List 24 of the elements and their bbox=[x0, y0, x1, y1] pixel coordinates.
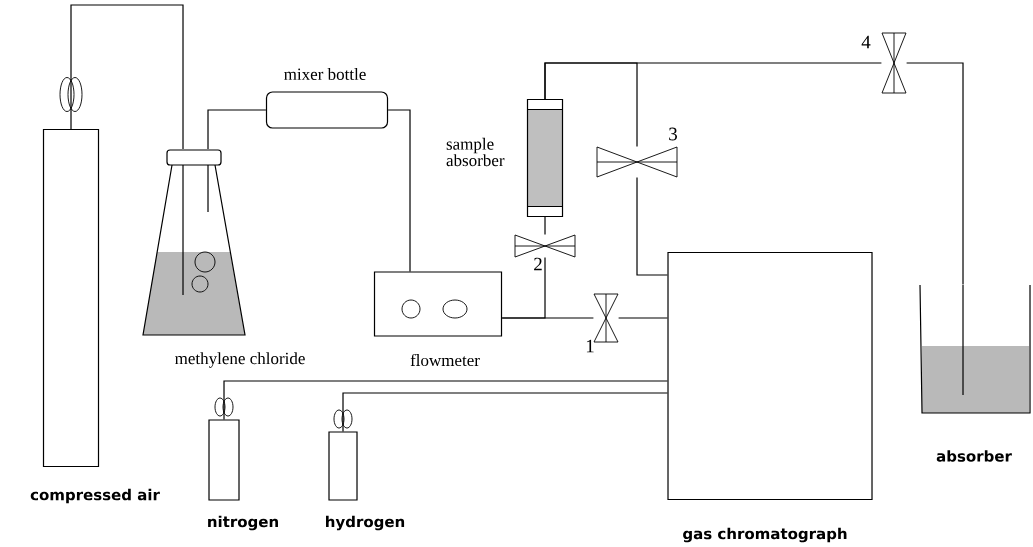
equipment-label: sample absorber bbox=[446, 137, 505, 167]
equipment-label: nitrogen bbox=[208, 515, 278, 531]
pipe bbox=[223, 380, 668, 420]
pipe bbox=[207, 109, 267, 150]
pipe bbox=[906, 62, 964, 285]
pipe bbox=[544, 62, 882, 100]
equipment-label: absorber bbox=[936, 450, 1012, 462]
equipment-label: flowmeter bbox=[410, 353, 480, 367]
equipment-label: methylene chloride bbox=[175, 352, 305, 368]
pipe bbox=[636, 177, 668, 276]
pipe bbox=[618, 317, 668, 319]
pipe bbox=[70, 4, 184, 150]
valve-number: 1 bbox=[586, 339, 594, 353]
equipment-label: compressed air bbox=[30, 488, 160, 504]
pipe bbox=[387, 109, 411, 272]
valve-number: 2 bbox=[534, 257, 542, 271]
valve-number: 3 bbox=[669, 127, 677, 141]
pipe bbox=[501, 257, 546, 319]
pipe bbox=[342, 392, 668, 432]
equipment-label: mixer bottle bbox=[284, 68, 366, 80]
pipe bbox=[544, 216, 546, 235]
equipment-label: gas chromatograph bbox=[683, 527, 847, 543]
equipment-label: hydrogen bbox=[326, 515, 405, 531]
valve-number: 4 bbox=[861, 35, 871, 49]
